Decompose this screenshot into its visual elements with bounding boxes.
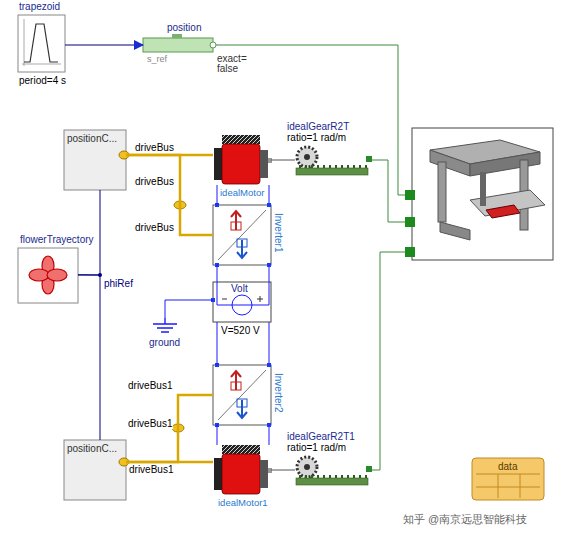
parameter-text: period=4 s <box>19 75 66 86</box>
gear-symbol: idealGearR2T1ratio=1 rad/m <box>295 455 370 485</box>
component-name: Inverter2 <box>273 373 284 412</box>
connector <box>217 425 218 445</box>
inverter-box: Inverter2 <box>213 365 271 425</box>
component-name: positionC... <box>67 443 117 454</box>
signal-label: driveBus <box>134 176 175 187</box>
signal-label: s_ref <box>146 54 168 65</box>
parameter-text: ratio=1 rad/m <box>287 132 346 143</box>
component-name: idealMotor <box>220 187 264 198</box>
connector <box>217 185 218 205</box>
signal-label: false <box>216 63 239 74</box>
parameter-text: ratio=1 rad/m <box>287 442 346 453</box>
data-block: data <box>472 458 544 500</box>
component-name: idealMotor1 <box>218 497 268 508</box>
connector <box>271 160 295 161</box>
component-name: position <box>167 22 201 33</box>
component-name: idealGearR2T1 <box>287 431 355 442</box>
connector <box>271 470 295 471</box>
component-name: ground <box>149 337 180 348</box>
source-block: trapezoidperiod=4 s <box>18 15 65 72</box>
inverter-box: Inverter1 <box>213 205 271 265</box>
trajectory-block: flowerTrayectory <box>18 248 78 303</box>
connector <box>78 190 100 275</box>
component-name: flowerTrayectory <box>20 234 94 245</box>
component-name: Inverter1 <box>273 213 284 252</box>
connector <box>78 275 100 440</box>
signal-label: driveBus1 <box>127 380 173 391</box>
component-name: Volt <box>231 283 248 294</box>
connector <box>126 395 213 462</box>
component-name: trapezoid <box>19 1 60 12</box>
controller-box: positionC... <box>64 130 126 190</box>
parameter-text: V=520 V <box>221 325 260 336</box>
ground-symbol: ground <box>152 318 178 334</box>
connector <box>65 45 143 46</box>
connector <box>217 265 218 282</box>
component-name: positionC... <box>67 133 117 144</box>
signal-label: driveBus1 <box>128 464 174 475</box>
position-block: position <box>143 38 213 52</box>
voltage-source: VoltV=520 V <box>213 282 271 322</box>
motor-symbol: idealMotor <box>213 135 271 185</box>
watermark: 知乎 @南京远思智能科技 <box>402 514 528 525</box>
signal-label: driveBus <box>134 142 175 153</box>
signal-label: driveBus <box>134 222 175 233</box>
connector <box>165 300 213 318</box>
connector <box>126 155 213 235</box>
component-name: idealGearR2T <box>287 121 349 132</box>
gear-symbol: idealGearR2Tratio=1 rad/m <box>295 145 370 175</box>
controller-box: positionC... <box>64 440 126 500</box>
signal-label: driveBus1 <box>127 418 173 429</box>
signal-label: phiRef <box>103 278 134 289</box>
component-name: data <box>498 461 517 472</box>
connector <box>217 322 218 365</box>
motor-symbol: idealMotor1 <box>213 445 271 495</box>
